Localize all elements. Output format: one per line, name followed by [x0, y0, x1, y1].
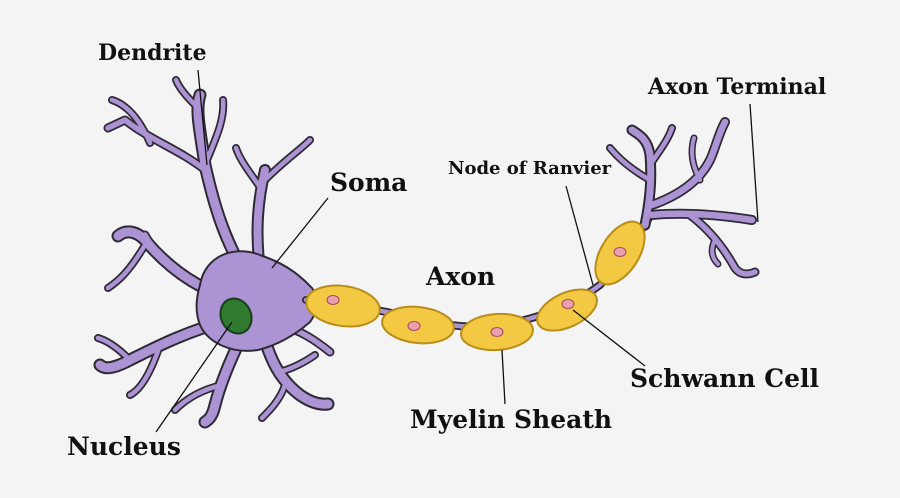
nucleus-shape	[219, 297, 253, 335]
myelin-sheath-label: Myelin Sheath	[410, 405, 613, 434]
schwann-nucleus	[326, 295, 340, 305]
schwann-nucleus	[613, 247, 627, 257]
dendrite-label: Dendrite	[98, 40, 207, 66]
node-of-ranvier-leader	[565, 185, 594, 286]
axon-terminal-label: Axon Terminal	[648, 74, 827, 100]
myelin-segment	[536, 288, 598, 332]
schwann-nucleus	[407, 321, 421, 331]
schwann-nucleus	[490, 327, 504, 337]
nucleus-leader	[155, 321, 233, 433]
axon-terminal-leader	[749, 103, 759, 223]
axon-terminal-branches	[606, 117, 760, 279]
myelin-sheath-segments	[305, 220, 646, 352]
schwann-cell-label: Schwann Cell	[630, 364, 820, 393]
node-of-ranvier-label: Node of Ranvier	[448, 158, 612, 179]
soma-label: Soma	[330, 168, 408, 197]
dendrites	[93, 76, 335, 429]
schwann-cell-leader	[572, 309, 646, 367]
schwann-nucleus	[561, 299, 575, 309]
myelin-sheath-leader	[501, 349, 506, 405]
dendrite-leader	[197, 69, 208, 166]
leader-lines	[155, 69, 759, 433]
myelin-segment	[305, 284, 381, 328]
axon-label: Axon	[426, 262, 496, 291]
soma-leader	[271, 197, 329, 269]
nucleus-label: Nucleus	[67, 432, 181, 461]
schwann-cell-nuclei	[326, 247, 627, 337]
